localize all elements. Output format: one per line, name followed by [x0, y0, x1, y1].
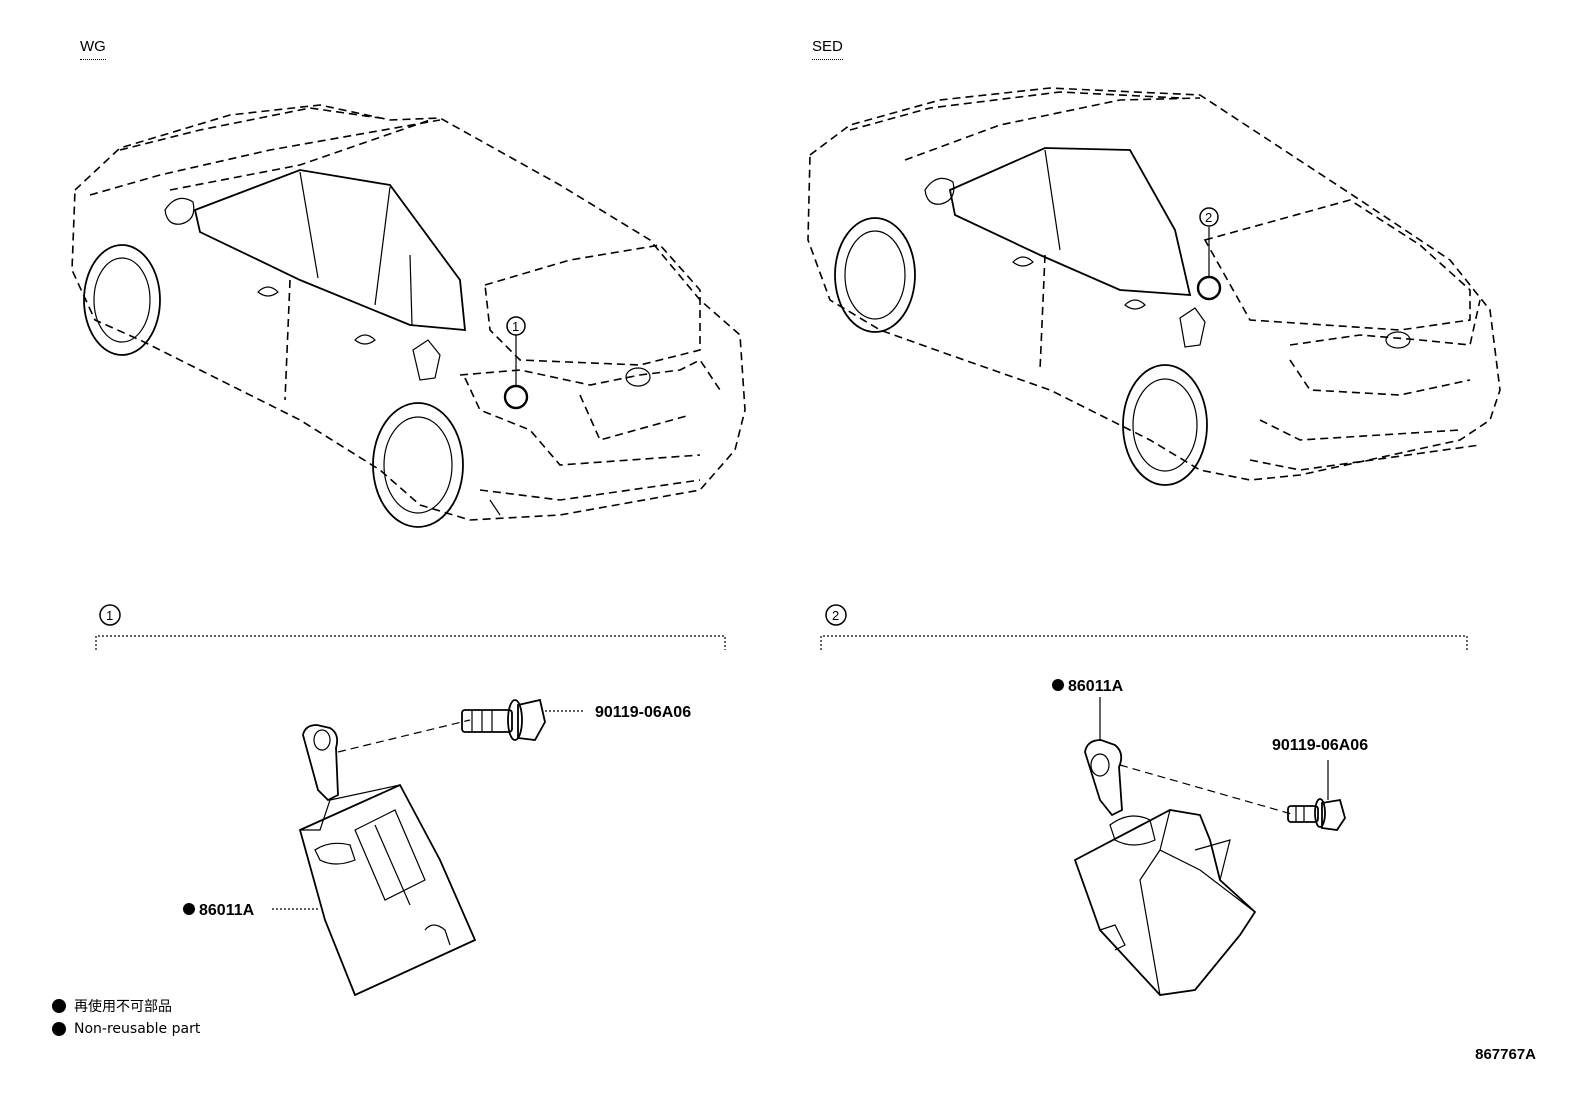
detail-one-number: 1 — [106, 608, 113, 623]
sed-sensor-part-number: 86011A — [1068, 678, 1124, 695]
legend-en: Non-reusable part — [52, 1021, 200, 1037]
sed-bolt-part-number: 90119-06A06 — [1272, 737, 1368, 754]
sed-view-label: SED — [812, 38, 843, 60]
wg-bolt-part — [337, 698, 585, 753]
wg-view-label: WG — [80, 38, 106, 60]
sed-sensor-nonreusable-dot — [1052, 679, 1064, 691]
sed-sensor-part — [1073, 739, 1257, 996]
detail-two-bracket — [820, 604, 1468, 650]
legend-jp: 再使用不可部品 — [52, 996, 172, 1016]
sed-bolt-part — [1119, 760, 1346, 831]
detail-two-number: 2 — [832, 608, 839, 623]
wg-bolt-part-number: 90119-06A06 — [595, 704, 691, 721]
wg-car-illustration — [71, 104, 746, 528]
sed-location-marker — [1196, 207, 1222, 301]
legend-en-text: Non-reusable part — [74, 1021, 201, 1037]
nonreusable-dot-icon — [52, 999, 66, 1013]
wg-sensor-nonreusable-dot — [183, 903, 195, 915]
wg-marker-number: 1 — [512, 319, 519, 334]
wg-location-marker — [503, 316, 529, 410]
sed-car-illustration — [807, 87, 1501, 486]
wg-sensor-part-number: 86011A — [199, 902, 255, 919]
detail-one-bracket — [95, 604, 726, 650]
legend-jp-text: 再使用不可部品 — [74, 999, 172, 1015]
nonreusable-dot-icon — [52, 1022, 66, 1036]
sed-marker-number: 2 — [1205, 210, 1212, 225]
illustration-reference: 867767A — [1475, 1046, 1536, 1063]
wg-sensor-part — [298, 724, 477, 997]
